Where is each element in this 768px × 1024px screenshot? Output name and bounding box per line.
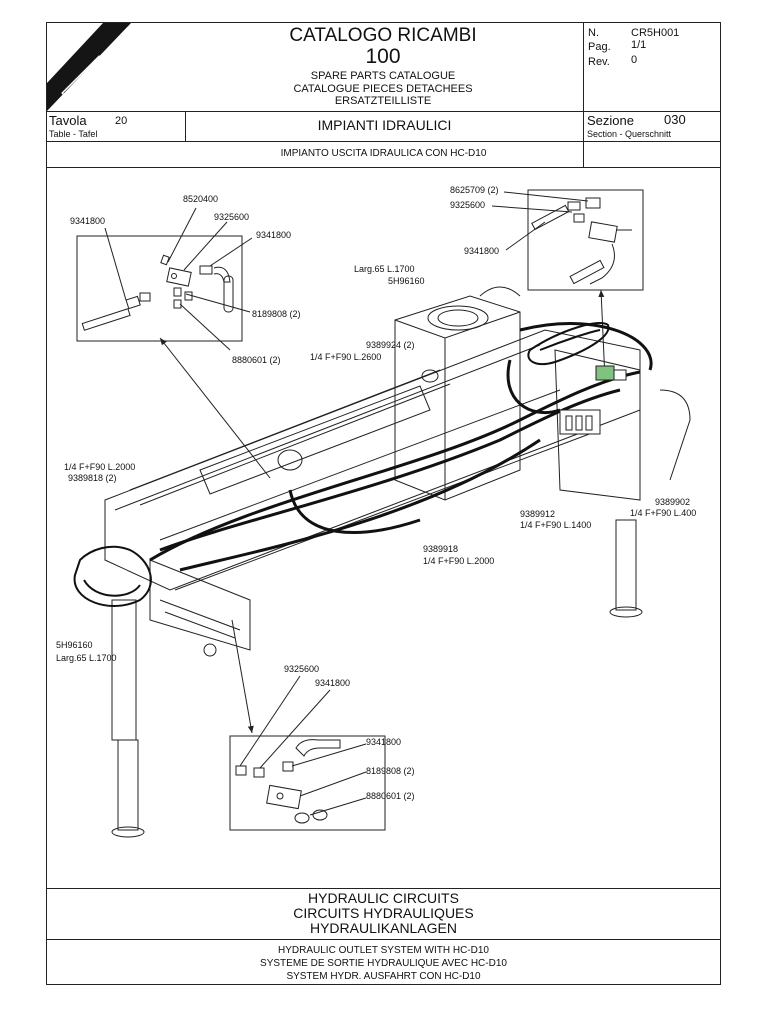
subtitle-line: SPARE PARTS CATALOGUE xyxy=(310,70,456,82)
part-callout: 9389918 xyxy=(423,544,459,554)
part-callout: 9341800 xyxy=(256,230,292,240)
detail-box-bottom xyxy=(229,735,386,831)
sezione-value: 030 xyxy=(664,112,686,127)
catalog-title: CATALOGO RICAMBI xyxy=(289,25,477,46)
divider-line xyxy=(47,167,720,168)
part-callout: 8520400 xyxy=(183,194,219,204)
part-callout: 1/4 F+F90 L.400 xyxy=(630,508,697,518)
drawing-title: IMPIANTO USCITA IDRAULICA CON HC-D10 xyxy=(280,148,487,159)
footer-title: HYDRAULIC CIRCUITS xyxy=(308,890,459,906)
footer-title: CIRCUITS HYDRAULIQUES xyxy=(293,905,474,921)
part-callout: 1/4 F+F90 L.1400 xyxy=(520,520,592,530)
part-callout: 9341800 xyxy=(315,678,351,688)
page-label: Pag. xyxy=(588,41,611,53)
subtitle-line: CATALOGUE PIECES DETACHEES xyxy=(293,83,473,95)
sezione-sub: Section - Querschnitt xyxy=(587,129,672,139)
effer-logo: EFFER xyxy=(47,23,131,111)
part-callout: 9341800 xyxy=(70,216,106,226)
page-value: 1/1 xyxy=(631,39,647,51)
part-callout: 8189808 (2) xyxy=(252,309,301,319)
footer-line: HYDRAULIC OUTLET SYSTEM WITH HC-D10 xyxy=(278,945,489,956)
tavola-sub: Table - Tafel xyxy=(49,129,98,139)
catalog-model: 100 xyxy=(365,45,401,68)
footer-title: HYDRAULIKANLAGEN xyxy=(309,920,458,936)
part-callout: 1/4 F+F90 L.2000 xyxy=(423,556,495,566)
part-callout: 9389818 (2) xyxy=(68,473,117,483)
part-callout: 5H96160 xyxy=(56,640,93,650)
part-callout: 9341800 xyxy=(366,737,402,747)
part-callout: Larg.65 L.1700 xyxy=(354,264,415,274)
footer-line: SYSTEME DE SORTIE HYDRAULIQUE AVEC HC-D1… xyxy=(260,958,507,969)
footer-line: SYSTEM HYDR. AUSFAHRT CON HC-D10 xyxy=(286,971,481,982)
tavola-label: Tavola xyxy=(49,113,87,128)
divider-line xyxy=(185,111,186,141)
part-callout: 1/4 F+F90 L.2000 xyxy=(64,462,136,472)
detail-box-top-left xyxy=(76,235,243,342)
part-callout: 1/4 F+F90 L.2600 xyxy=(310,352,382,362)
hydraulic-hoses xyxy=(149,322,653,572)
part-callout: 9325600 xyxy=(450,200,486,210)
part-callout: 9389912 xyxy=(520,509,556,519)
revision-label: Rev. xyxy=(588,56,610,68)
detail-fittings-top-left xyxy=(81,254,234,331)
divider-line xyxy=(47,111,720,112)
divider-line xyxy=(583,23,584,167)
tavola-value: 20 xyxy=(115,115,128,127)
doc-number-label: N. xyxy=(588,27,599,39)
sezione-label: Sezione xyxy=(587,113,634,128)
protective-sleeve xyxy=(73,321,610,607)
detail-fittings-top-right xyxy=(531,197,632,285)
revision-value: 0 xyxy=(631,54,638,66)
part-callout: 8625709 (2) xyxy=(450,185,499,195)
divider-line xyxy=(47,888,720,889)
part-callout: 9341800 xyxy=(464,246,500,256)
part-callout: 8880601 (2) xyxy=(232,355,281,365)
part-callout: 9389924 (2) xyxy=(366,340,415,350)
part-callout: 9325600 xyxy=(284,664,320,674)
doc-number-value: CR5H001 xyxy=(631,27,680,39)
machine-frame xyxy=(104,286,691,838)
detail-fittings-bottom xyxy=(235,739,341,824)
part-callout: 9389902 xyxy=(655,497,691,507)
detail-box-top-right xyxy=(527,189,644,291)
valve-block xyxy=(559,365,627,435)
part-callout: Larg.65 L.1700 xyxy=(56,653,117,663)
part-callout: 8189808 (2) xyxy=(366,766,415,776)
subtitle-line: ERSATZTEILLISTE xyxy=(334,95,432,107)
part-callout: 9325600 xyxy=(214,212,250,222)
part-callout: 8880601 (2) xyxy=(366,791,415,801)
section-title: IMPIANTI IDRAULICI xyxy=(317,117,452,133)
part-callout: 5H96160 xyxy=(388,276,425,286)
divider-line xyxy=(47,141,720,142)
drawing-sheet: EFFER CATALOGO RICAMBI 100 SPARE PARTS C… xyxy=(46,22,721,985)
divider-line xyxy=(47,939,720,940)
